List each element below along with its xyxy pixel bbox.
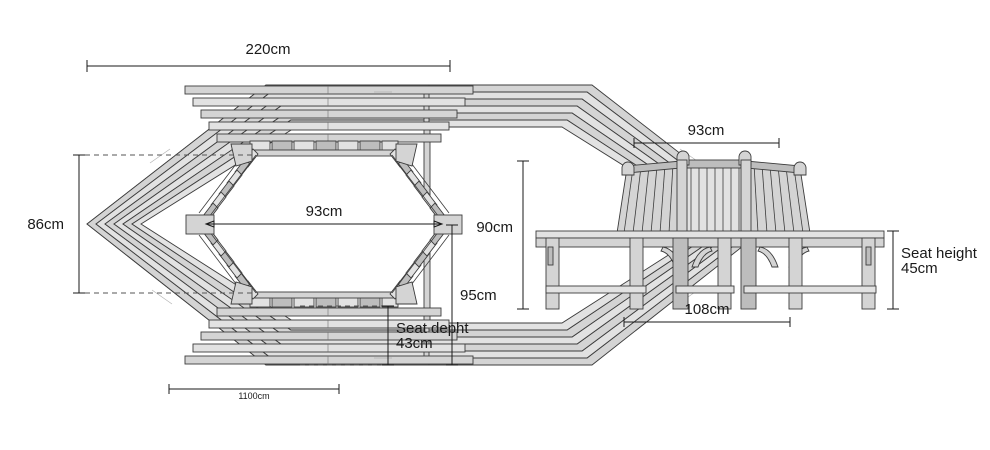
plan-dim-seat-depth-label-line1: Seat depht [396,320,469,337]
plan-backrest-rail [245,291,403,299]
elev-dim-seat-height-label-line1: Seat height [901,245,978,262]
plan-dim-overall-width: 220cm [86,41,451,72]
plan-seat-slat [216,307,442,317]
plan-seat-slat [184,85,474,95]
plan-seat-slat [208,121,450,131]
backrest-top-rail-center [681,159,746,169]
plan-dim-overall-width-label: 220cm [245,41,290,58]
plan-dim-bottom-width-label: 1100cm [238,391,269,401]
plan-seat-slat [208,319,450,329]
bench-leg [788,237,803,310]
plan-dim-inner-opening-label: 93cm [306,203,343,220]
elev-dim-overall-height-label: 90cm [476,219,513,236]
bench-leg [717,237,732,310]
bench-stretcher [675,285,735,294]
elev-dim-backrest-width: 93cm [633,122,780,148]
plan-backrest-blocks [198,140,450,308]
bench-stretcher [545,285,647,294]
plan-seat-slat [192,97,466,107]
plan-seat-slats-top [184,85,474,143]
elevation-stretchers [545,285,877,294]
plan-backrest-rail [245,149,403,157]
plan-seat-slat [192,343,466,353]
leg-mortise-slot [865,246,872,266]
plan-seat-slat [200,109,458,119]
plan-seat-slat [184,355,474,365]
elevation-seat [535,230,885,248]
elev-dim-seat-height-label-line2: 45cm [901,260,938,277]
plan-seat-slat [200,331,458,341]
backrest-post-cap [621,161,635,176]
plan-dim-inner-height: 86cm [27,154,252,294]
backrest-post-cap [793,161,807,176]
bench-stretcher [743,285,877,294]
elev-dim-overall-height: 90cm [476,160,529,310]
plan-dim-seat-depth: Seat depht 43cm [300,305,469,366]
leg-mortise-slot [547,246,554,266]
backrest-slats-right [753,163,804,234]
plan-dim-overall-depth-label: 95cm [460,287,497,304]
seat-bracket [757,246,779,268]
plan-dim-bottom-width: 1100cm [168,384,340,401]
elevation-view: 93cm 90cm Seat height 45cm 108cm [476,122,978,327]
backrest-slats-center [690,162,740,233]
bench-leg-center [740,237,757,310]
backrest-post [740,159,752,236]
plan-backrest-angled-lr [389,226,450,302]
plan-dim-inner-height-label: 86cm [27,216,64,233]
seat-plank-top [535,230,885,239]
bench-leg [629,237,644,310]
seat-bracket [691,246,713,268]
plan-dim-seat-depth-label-line2: 43cm [396,335,433,352]
plan-dim-overall-depth: 95cm [446,224,497,366]
plan-dim-inner-opening: 93cm [204,203,444,228]
elev-dim-backrest-width-label: 93cm [688,122,725,139]
elevation-backrest [616,150,811,236]
elev-dim-seat-height: Seat height 45cm [887,230,978,310]
plan-corner-post [395,281,418,305]
bench-leg-center [672,237,689,310]
plan-seat-slats-bottom [184,307,474,365]
elev-dim-seat-section-width: 108cm [623,301,791,327]
backrest-slats-left [623,163,674,234]
plan-corner-posts [185,143,463,305]
backrest-post [676,159,688,236]
backrest-panel-center [682,161,745,234]
plan-corner-post [395,143,418,167]
seat-apron [535,237,885,248]
elev-dim-seat-section-width-label: 108cm [684,301,729,318]
